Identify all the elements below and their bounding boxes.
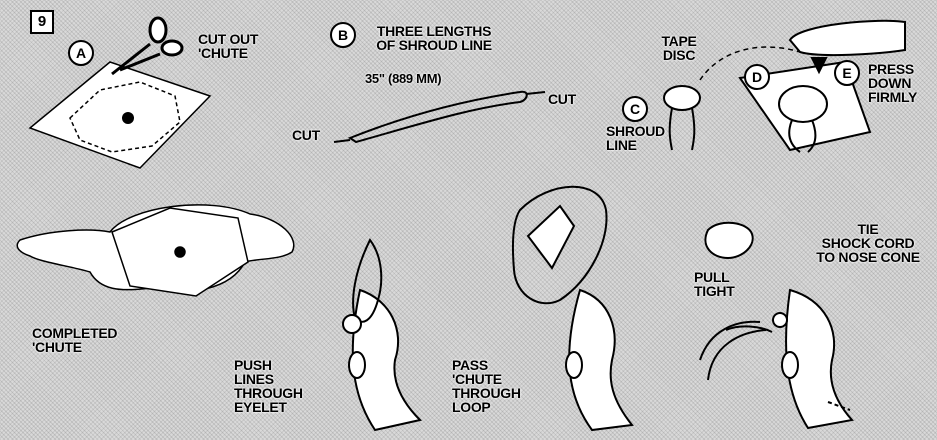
tape-disc-loop-drawing [664, 86, 700, 150]
step-e-label: PRESS DOWN FIRMLY [868, 62, 917, 104]
step-a-marker: A [68, 40, 94, 66]
cut-label-right: CUT [548, 92, 576, 106]
step-e-marker: E [834, 60, 860, 86]
canopy-gores-drawing [122, 112, 134, 124]
step-number-badge: 9 [30, 10, 54, 34]
tie-shock-cord-label: TIE SHOCK CORD TO NOSE CONE [808, 222, 928, 264]
step-c-marker: C [622, 96, 648, 122]
step-b-marker: B [330, 22, 356, 48]
step-c-label: SHROUD LINE [606, 124, 665, 152]
step-d-marker: D [744, 64, 770, 90]
tape-disc-label: TAPE DISC [644, 34, 714, 62]
pull-tight-label: PULL TIGHT [694, 270, 735, 298]
eyelet-drawing [343, 240, 420, 430]
step-a-label: CUT OUT 'CHUTE [198, 32, 258, 60]
parachute-sheet-drawing [30, 62, 210, 168]
completed-chute-label: COMPLETED 'CHUTE [32, 326, 117, 354]
pass-chute-label: PASS 'CHUTE THROUGH LOOP [452, 358, 521, 414]
push-lines-label: PUSH LINES THROUGH EYELET [234, 358, 303, 414]
step-b-label: THREE LENGTHS OF SHROUD LINE [354, 24, 514, 52]
completed-chute-drawing [17, 205, 294, 296]
shroud-line-length: 35" (889 mm) [365, 72, 441, 85]
cut-label-left: CUT [292, 128, 320, 142]
chute-loop-drawing [513, 187, 632, 430]
scissors-drawing [112, 18, 182, 74]
shroud-line-drawing [334, 92, 545, 142]
